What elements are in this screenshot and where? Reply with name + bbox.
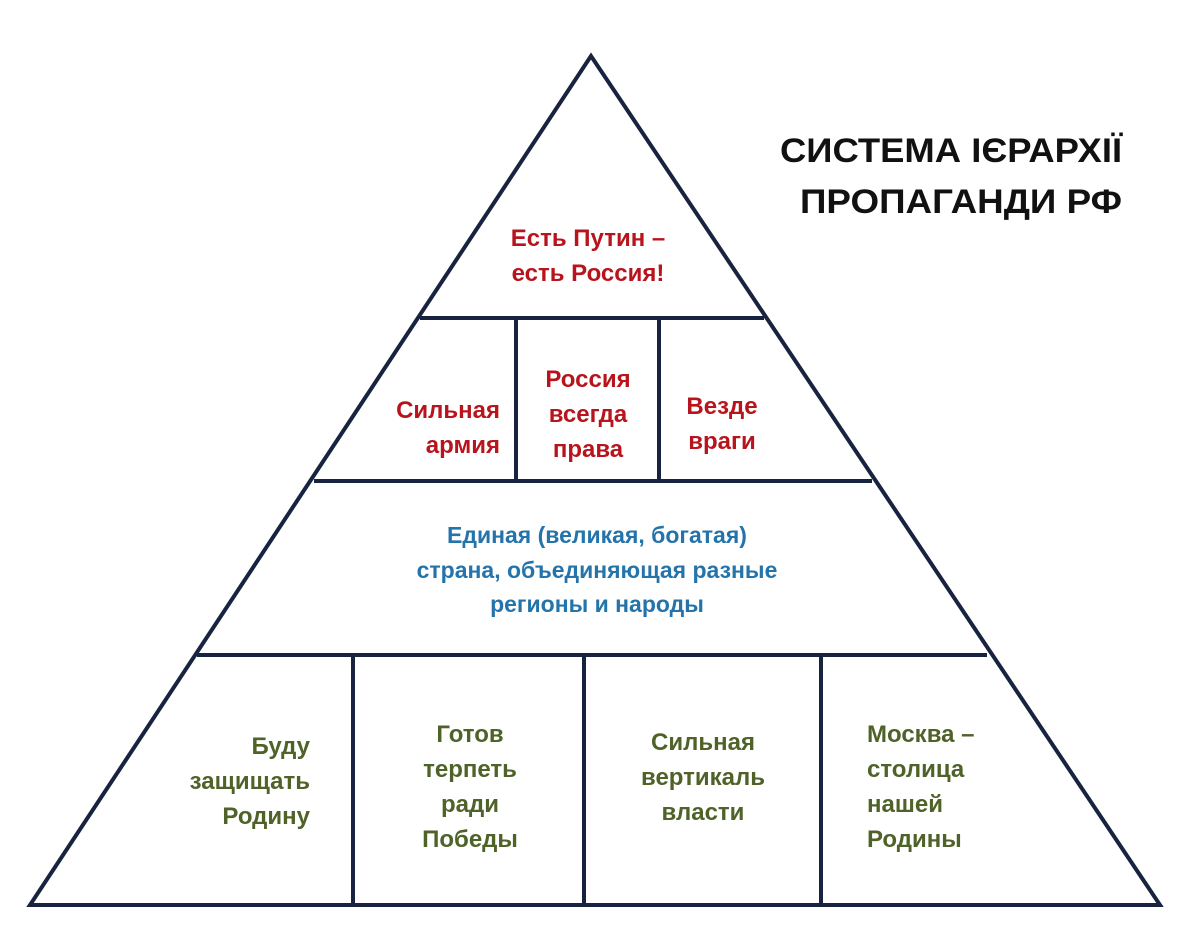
base-cell-4-line: нашей: [867, 791, 943, 818]
second-cell-2-line: всегда: [549, 401, 628, 428]
second-cell-1-line: армия: [426, 432, 500, 459]
pyramid-triangle: [26, 52, 1164, 907]
base-cell-3-line: вертикаль: [641, 764, 765, 791]
third-text-line: регионы и народы: [490, 591, 704, 617]
level-top: Есть Путин – есть Россия!: [511, 225, 665, 287]
top-text-line: есть Россия!: [512, 260, 665, 287]
second-cell-3-line: Везде: [686, 393, 757, 420]
level-third: Единая (великая, богатая) страна, объеди…: [417, 522, 778, 617]
base-cell-2-line: ради: [441, 791, 499, 818]
base-cell-2-line: Победы: [422, 826, 518, 853]
level-second: Сильная армия Россия всегда права Везде …: [396, 366, 758, 463]
second-cell-2-line: права: [553, 436, 624, 463]
base-cell-4-line: Родины: [867, 826, 962, 853]
base-cell-2-line: Готов: [436, 721, 503, 748]
second-cell-2-line: Россия: [545, 366, 630, 393]
base-cell-2-line: терпеть: [423, 756, 517, 783]
third-text-line: Единая (великая, богатая): [447, 522, 747, 548]
title-line-2: ПРОПАГАНДИ РФ: [800, 183, 1122, 221]
base-cell-3-line: власти: [662, 799, 745, 826]
top-text-line: Есть Путин –: [511, 225, 665, 252]
base-cell-1-line: Буду: [251, 733, 310, 760]
base-cell-4-line: Москва –: [867, 721, 975, 748]
level-base: Буду защищать Родину Готов терпеть ради …: [190, 721, 975, 853]
third-text-line: страна, объединяющая разные: [417, 557, 778, 583]
base-cell-4-line: столица: [867, 756, 965, 783]
pyramid-outline: [26, 52, 1164, 907]
base-cell-1-line: защищать: [190, 768, 310, 795]
title-line-1: СИСТЕМА ІЄРАРХІЇ: [780, 132, 1124, 170]
base-cell-3-line: Сильная: [651, 729, 755, 756]
diagram-title: СИСТЕМА ІЄРАРХІЇ ПРОПАГАНДИ РФ: [780, 132, 1124, 221]
second-cell-1-line: Сильная: [396, 397, 500, 424]
base-cell-1-line: Родину: [222, 803, 310, 830]
second-cell-3-line: враги: [688, 428, 756, 455]
